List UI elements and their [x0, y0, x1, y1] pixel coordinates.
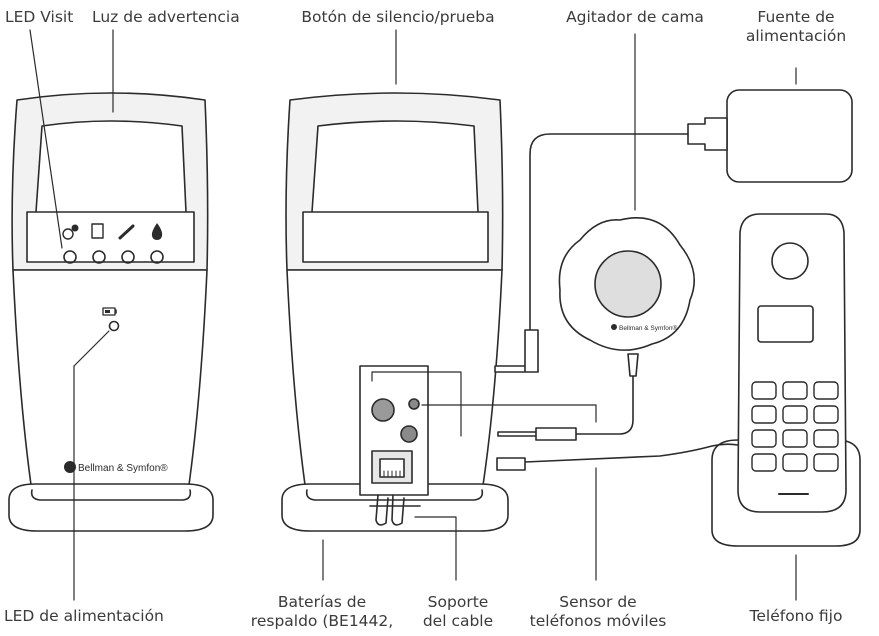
leader-led-visit	[29, 29, 63, 249]
power-cable	[529, 133, 689, 331]
label-bed-shaker: Agitador de cama	[566, 8, 704, 26]
label-mute-test-button: Botón de silencio/prueba	[301, 8, 495, 26]
leader-sensor	[421, 404, 597, 581]
phone-earpiece	[771, 242, 809, 280]
landline-phone	[496, 213, 861, 547]
label-led-visit: LED Visit	[5, 8, 74, 26]
label-landline-phone: Teléfono fijo	[749, 607, 843, 625]
doorbell-icon	[62, 224, 79, 240]
rear-window	[302, 211, 489, 263]
door-icon	[91, 223, 104, 239]
receiver-front: Bellman & Symfon®	[8, 92, 214, 532]
svg-text:Bellman & Symfon®: Bellman & Symfon®	[619, 324, 677, 332]
icon-window	[26, 211, 195, 263]
leader-power-led	[73, 330, 110, 367]
indicator-led-1	[63, 250, 77, 264]
phone-keypad	[751, 381, 839, 472]
bed-shaker-logo: Bellman & Symfon®	[611, 324, 677, 332]
label-cable-holder: Soporte del cable	[422, 593, 494, 630]
phone-handset-icon	[118, 224, 135, 240]
bed-shaker: Bellman & Symfon®	[497, 216, 696, 441]
svg-text:Bellman & Symfon®: Bellman & Symfon®	[78, 463, 168, 474]
leader-lines	[29, 29, 797, 601]
power-led	[108, 320, 120, 332]
phone-cable	[524, 443, 739, 463]
receiver-front-base	[8, 483, 214, 532]
power-supply-body	[726, 89, 853, 183]
indicator-led-2	[92, 250, 106, 264]
leader-cable-holder	[414, 516, 457, 581]
bed-shaker-center	[594, 250, 662, 318]
power-plug-connector	[494, 329, 539, 373]
receiver-front-lower-shell	[12, 269, 208, 493]
receiver-rear	[281, 92, 509, 532]
brand-logo: Bellman & Symfon®	[64, 461, 168, 474]
phone-display	[757, 305, 814, 343]
label-power-supply: Fuente de alimentación	[745, 8, 847, 45]
receiver-front-base-rim	[30, 489, 192, 501]
mute-test-button[interactable]	[371, 398, 395, 422]
phone-handset	[737, 213, 847, 513]
label-warning-light: Luz de advertencia	[92, 8, 240, 26]
label-power-led: LED de alimentación	[4, 607, 164, 625]
power-supply-plug	[687, 117, 728, 151]
label-mobile-phone-sensor: Sensor de teléfonos móviles	[529, 593, 667, 630]
rear-light-lens	[311, 120, 479, 213]
indicator-led-4	[150, 250, 164, 264]
battery-icon	[102, 307, 117, 316]
phone-socket	[371, 450, 413, 484]
sensor-jack	[400, 425, 418, 443]
bed-shaker-cable	[575, 353, 634, 435]
receiver-rear-base-rim	[305, 489, 484, 501]
indicator-led-3	[121, 250, 135, 264]
warning-light-lens	[35, 120, 187, 213]
phone-cable-plug	[496, 457, 526, 471]
receiver-rear-base	[281, 483, 509, 532]
cable-holder-clip	[369, 494, 421, 526]
leader-mute-button-panel	[371, 371, 462, 437]
bed-shaker-jack	[408, 398, 420, 410]
power-supply	[494, 89, 853, 373]
fire-icon	[151, 223, 163, 240]
label-backup-batteries: Baterías de respaldo (BE1442,	[250, 593, 394, 630]
bed-shaker-plug	[497, 353, 639, 441]
